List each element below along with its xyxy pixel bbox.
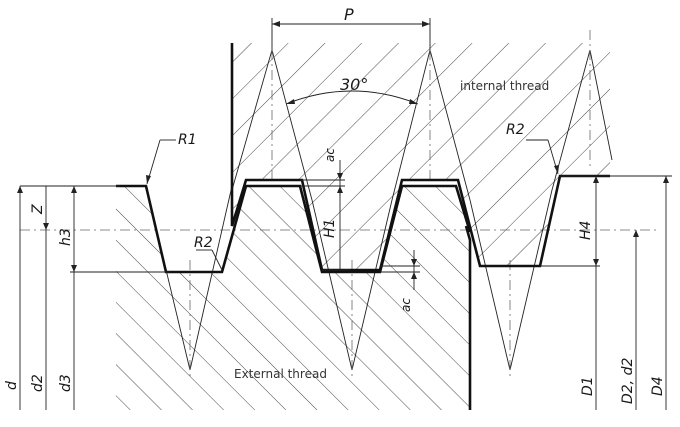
h4-dimension — [540, 175, 640, 267]
internal-thread-label: internal thread — [460, 79, 549, 93]
ac-bottom-dimension — [380, 250, 420, 290]
z-label: Z — [30, 204, 46, 215]
r1-label: R1 — [178, 132, 197, 148]
D4-label: D4 — [650, 376, 666, 396]
external-thread-label: External thread — [234, 367, 327, 381]
internal-thread-profile — [230, 43, 610, 410]
ac-bottom-label: ac — [399, 298, 413, 312]
D1-label: D1 — [580, 376, 596, 396]
ac-top-label: ac — [323, 148, 337, 162]
pitch-label: P — [344, 5, 354, 24]
internal-thread-region — [232, 43, 610, 270]
h3-label: h3 — [58, 228, 74, 246]
h4-label: H4 — [578, 221, 594, 240]
angle-label: 30° — [340, 75, 368, 94]
left-dimensions — [17, 185, 170, 410]
angle-dimension — [285, 90, 419, 105]
r2-left-leader — [196, 249, 223, 271]
pitch-dimension — [271, 18, 431, 50]
d3-label: d3 — [58, 374, 74, 392]
r2-left-label: R2 — [194, 235, 213, 251]
d-label: d — [4, 381, 20, 390]
h1-label: H1 — [322, 219, 338, 238]
external-thread-region — [116, 186, 470, 410]
D2-d2-label: D2, d2 — [620, 358, 636, 404]
h1-dimension — [322, 186, 350, 271]
right-dimensions — [595, 175, 672, 410]
d2-label: d2 — [30, 374, 46, 392]
r2-right-leader — [526, 139, 559, 175]
r1-leader — [146, 139, 176, 185]
r2-right-label: R2 — [506, 122, 525, 138]
